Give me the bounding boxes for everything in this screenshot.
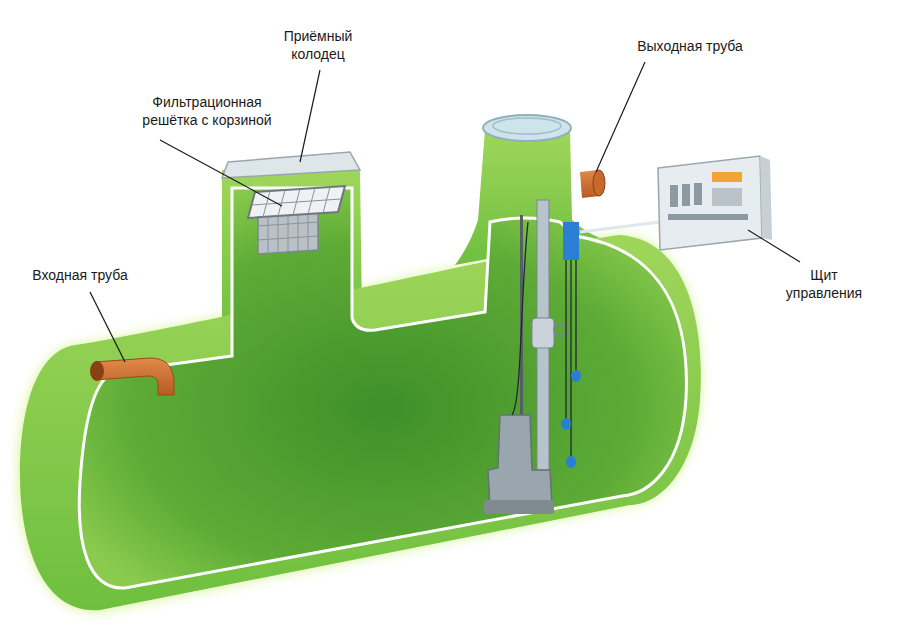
float-bracket [563,222,579,260]
outlet-pipe-end [593,170,605,196]
grate-bars [252,187,341,217]
callout-label: Входная труба [10,266,150,284]
callout-label: Фильтрационная решётка с корзиной [132,93,282,129]
gate-valve-wheel [554,324,566,336]
float-switches [561,370,581,468]
shaft-lid [483,115,571,141]
leader-lines [90,62,800,362]
cabinet-devices [668,172,748,220]
float-cables [512,222,576,458]
submersible-pump [488,415,552,508]
well-lid [222,152,360,178]
inlet-pipe [95,358,174,395]
control-cable [580,222,660,232]
pump-base [484,500,554,514]
check-valve [532,318,554,348]
cabinet-side [760,156,772,240]
filter-grate [248,186,345,218]
callout-label: Приёмный колодец [270,27,366,63]
tank-cutaway [79,188,686,588]
callout-label: Щит управления [772,266,876,302]
shaft-lid-inner [493,118,561,134]
inlet-pipe-end [90,361,104,381]
callout-label: Выходная труба [615,37,765,55]
control-cabinet [658,156,762,250]
